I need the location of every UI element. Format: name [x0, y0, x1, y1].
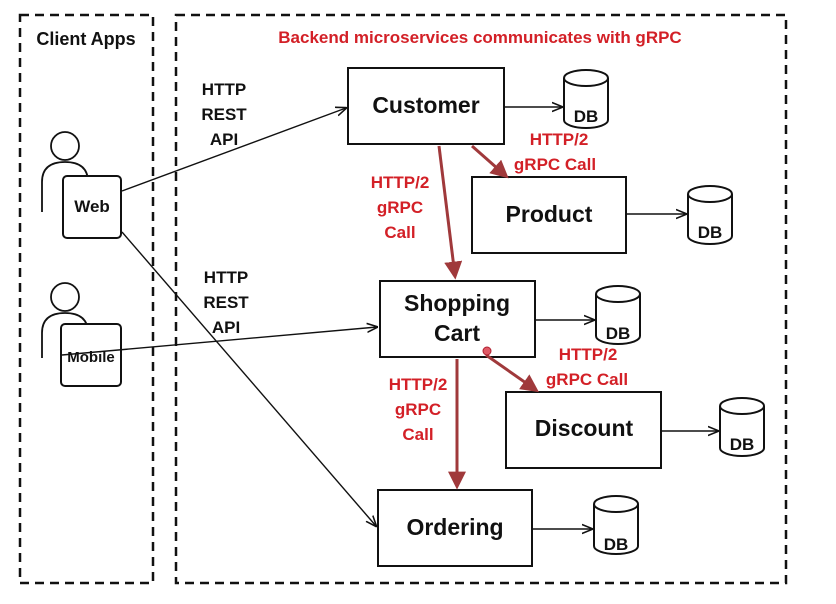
discount-service-label: Discount: [535, 415, 634, 441]
discount-db-label: DB: [730, 435, 755, 454]
grpc-label-cart-ordering: HTTP/2 gRPC Call: [389, 375, 448, 444]
web-device-card: [62, 175, 122, 239]
http-rest-label-bottom: HTTP REST API: [203, 268, 249, 337]
customer-db-icon: [563, 78, 609, 129]
ordering-service-label: Ordering: [406, 514, 503, 540]
grpc-cp-line1: HTTP/2: [530, 130, 589, 149]
customer-db-label: DB: [574, 107, 599, 126]
customer-db: DB: [563, 69, 609, 129]
cart-db: DB: [595, 285, 641, 345]
web-client: Web: [41, 131, 122, 239]
mobile-device-card: [60, 323, 122, 387]
ordering-service-box: [377, 489, 533, 567]
shopping-cart-service-box: [379, 280, 536, 358]
cursor-dot-icon: [482, 346, 492, 356]
grpc-co-line2: gRPC: [395, 400, 441, 419]
http-rest-label-top: HTTP REST API: [201, 80, 247, 149]
discount-service-box: [505, 391, 662, 469]
grpc-cd-line2: gRPC Call: [546, 370, 628, 389]
web-label: Web: [74, 197, 110, 216]
product-db-icon: [687, 194, 733, 245]
grpc-co-line1: HTTP/2: [389, 375, 448, 394]
grpc-cc-line2: gRPC: [377, 198, 423, 217]
http-rest-top-line3: API: [210, 130, 238, 149]
http-rest-bottom-line2: REST: [203, 293, 249, 312]
cart-to-discount-grpc-arrow: [485, 353, 539, 393]
grpc-cp-line2: gRPC Call: [514, 155, 596, 174]
client-apps-panel: [18, 13, 155, 585]
grpc-label-cart-discount: HTTP/2 gRPC Call: [546, 345, 628, 389]
customer-service-box: [347, 67, 505, 145]
client-apps-title: Client Apps: [36, 29, 135, 49]
grpc-label-customer-cart: HTTP/2 gRPC Call: [371, 173, 430, 242]
product-service-label: Product: [506, 201, 593, 227]
backend-panel: [174, 13, 788, 585]
discount-db: DB: [719, 397, 765, 457]
grpc-label-customer-product: HTTP/2 gRPC Call: [514, 130, 596, 174]
grpc-cd-line1: HTTP/2: [559, 345, 618, 364]
ordering-db: DB: [593, 495, 639, 555]
web-user-head-icon: [50, 131, 80, 161]
mobile-client: Mobile: [41, 282, 122, 387]
web-to-ordering-arrow: [121, 231, 376, 526]
mobile-user-head-icon: [50, 282, 80, 312]
product-db-label: DB: [698, 223, 723, 242]
cart-db-icon: [595, 294, 641, 345]
customer-to-product-grpc-arrow: [471, 144, 509, 179]
shopping-cart-label-line1: Shopping: [404, 290, 510, 316]
shopping-cart-label-line2: Cart: [434, 320, 480, 346]
product-db: DB: [687, 185, 733, 245]
customer-service-label: Customer: [372, 92, 479, 118]
ordering-db-label: DB: [604, 535, 629, 554]
discount-db-icon: [719, 406, 765, 457]
grpc-cc-line3: Call: [384, 223, 415, 242]
http-rest-bottom-line1: HTTP: [204, 268, 248, 287]
http-rest-top-line2: REST: [201, 105, 247, 124]
backend-title: Backend microservices communicates with …: [278, 28, 681, 47]
mobile-to-cart-arrow: [61, 327, 377, 356]
cart-db-label: DB: [606, 324, 631, 343]
ordering-db-icon: [593, 504, 639, 555]
grpc-cc-line1: HTTP/2: [371, 173, 430, 192]
web-to-customer-arrow: [121, 108, 346, 192]
customer-to-cart-grpc-arrow: [437, 145, 463, 280]
grpc-co-line3: Call: [402, 425, 433, 444]
http-rest-top-line1: HTTP: [202, 80, 246, 99]
http-rest-bottom-line3: API: [212, 318, 240, 337]
product-service-box: [471, 176, 627, 254]
